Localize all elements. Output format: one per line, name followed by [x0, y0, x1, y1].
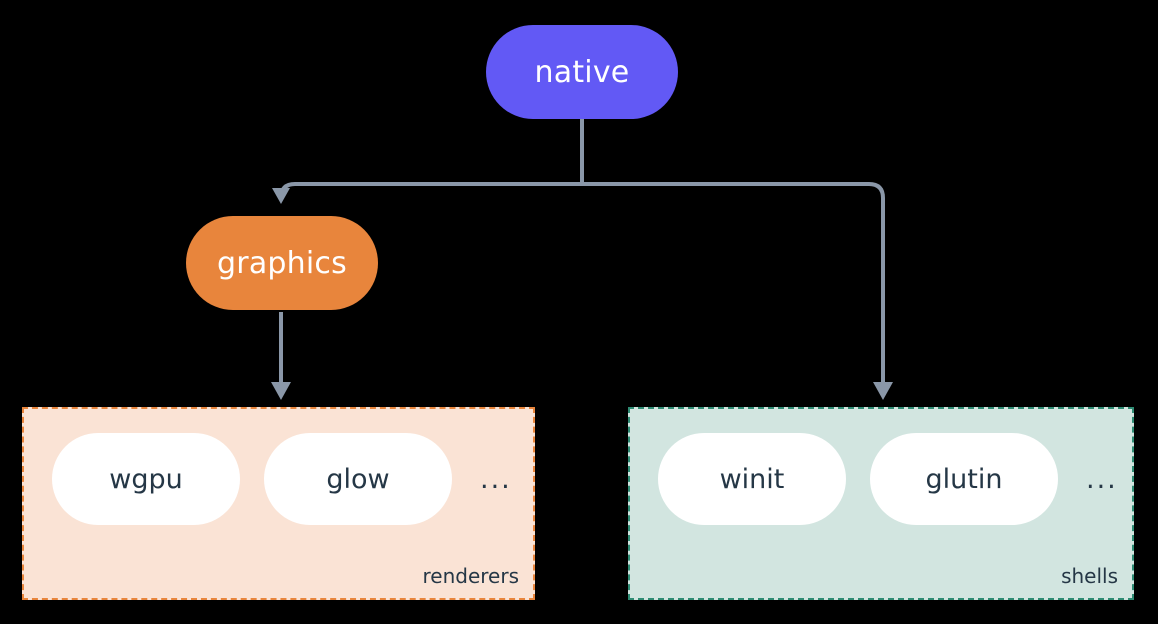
edge-native-to-shells [582, 182, 885, 385]
node-graphics-label: graphics [217, 245, 347, 281]
node-graphics[interactable]: graphics [186, 216, 378, 310]
group-renderers-label: renderers [422, 564, 520, 588]
pill-label: winit [719, 463, 785, 495]
renderers-item-row: wgpu glow ... [52, 433, 512, 525]
arrowhead-renderers [271, 382, 291, 400]
edge-native-to-graphics [279, 182, 582, 200]
group-renderers: wgpu glow ... renderers [22, 407, 535, 600]
shells-item-row: winit glutin ... [658, 433, 1118, 525]
list-item[interactable]: glow [264, 433, 452, 525]
node-native[interactable]: native [486, 25, 678, 119]
list-item[interactable]: glutin [870, 433, 1058, 525]
arrowhead-shells [873, 382, 893, 400]
pill-label: wgpu [109, 463, 183, 495]
pill-label: glutin [925, 463, 1003, 495]
group-shells: winit glutin ... shells [628, 407, 1134, 600]
list-item[interactable]: winit [658, 433, 846, 525]
node-native-label: native [534, 54, 630, 90]
renderers-overflow-ellipsis: ... [480, 463, 512, 495]
pill-label: glow [326, 463, 390, 495]
shells-overflow-ellipsis: ... [1086, 463, 1118, 495]
list-item[interactable]: wgpu [52, 433, 240, 525]
group-shells-label: shells [1061, 564, 1118, 588]
arrowhead-graphics [272, 188, 290, 204]
